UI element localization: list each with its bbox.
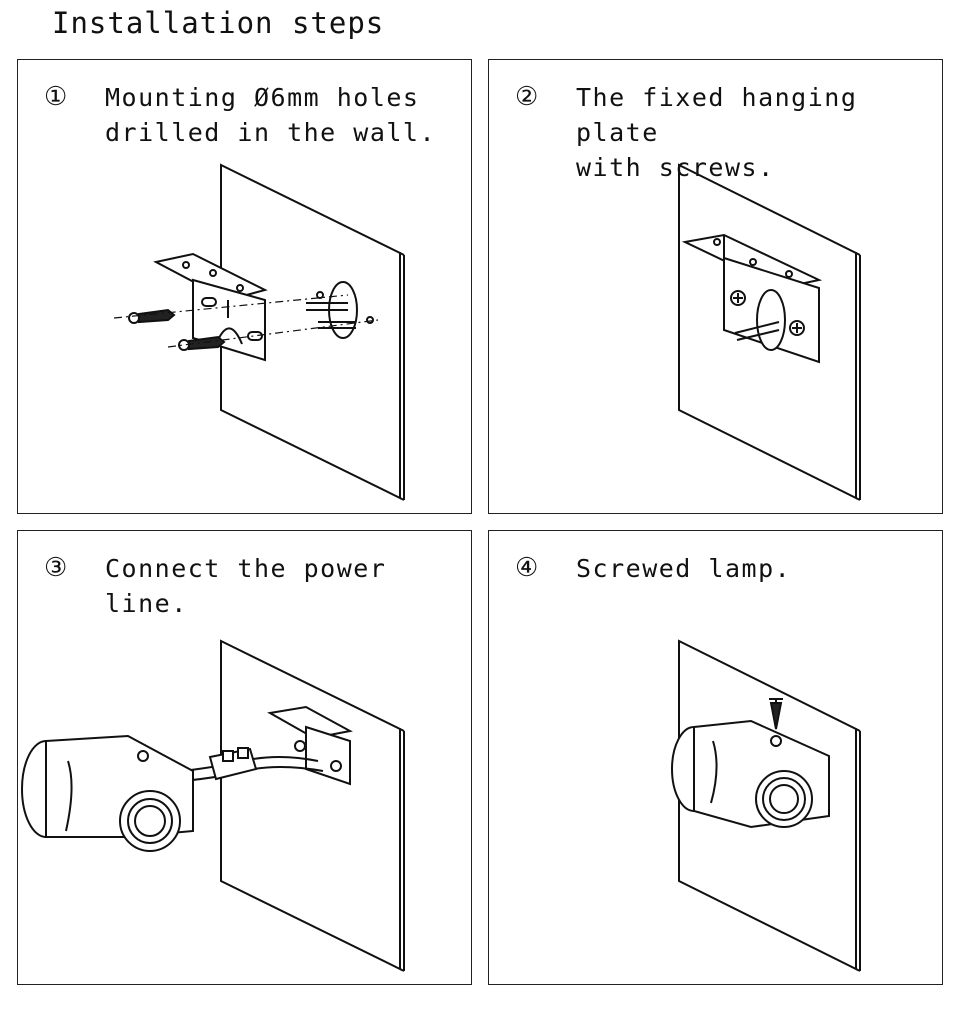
bracket-screwed-illustration	[678, 163, 861, 501]
step-1-panel: ① Mounting Ø6mm holes drilled in the wal…	[17, 59, 472, 514]
step-number: ②	[515, 82, 539, 112]
step-description: Mounting Ø6mm holes drilled in the wall.	[105, 83, 437, 147]
step-number: ①	[44, 82, 68, 112]
page-title: Installation steps	[52, 6, 385, 40]
step-4-panel: ④ Screwed lamp.	[488, 530, 943, 985]
step-2-panel: ② The fixed hanging plate with screws.	[488, 59, 943, 514]
lamp-mounted-illustration	[671, 639, 861, 972]
power-line-illustration	[21, 639, 405, 972]
step-description: Connect the power line.	[105, 554, 387, 618]
step-description: Screwed lamp.	[576, 554, 792, 583]
step-number: ③	[44, 553, 68, 583]
step-3-panel: ③ Connect the power line.	[17, 530, 472, 985]
wall-drilling-illustration	[113, 163, 405, 501]
step-number: ④	[515, 553, 539, 583]
step-description: The fixed hanging plate with screws.	[576, 83, 858, 182]
